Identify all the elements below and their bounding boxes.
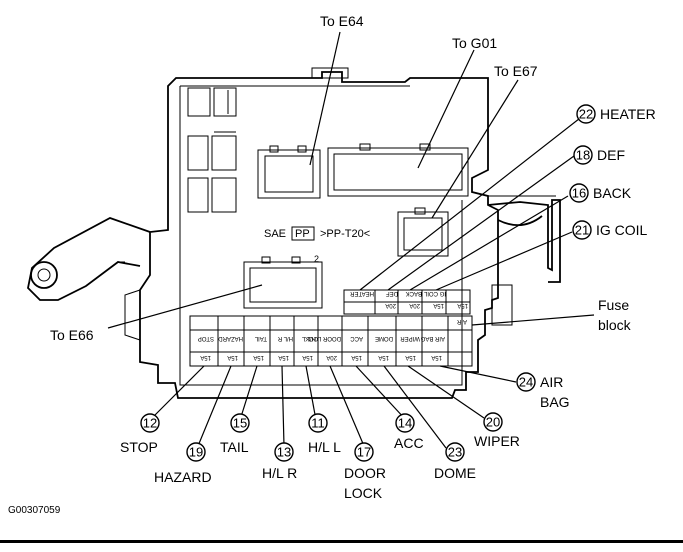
callout-14: 14 ACC bbox=[394, 413, 424, 451]
fuse-rating-acc: 15A bbox=[351, 354, 362, 360]
part-code-label: SAE PP >PP-T20< bbox=[264, 226, 370, 241]
svg-text:23: 23 bbox=[448, 445, 462, 460]
callout-hl-r: H/L R bbox=[262, 465, 297, 481]
svg-text:18: 18 bbox=[576, 148, 590, 163]
callout-16: 16 BACK bbox=[569, 183, 632, 203]
fuse-rating-top-1: 20A bbox=[385, 302, 396, 308]
callout-ig-coil: IG COIL bbox=[596, 222, 648, 238]
label-to-g01: To G01 bbox=[452, 35, 497, 51]
svg-text:24: 24 bbox=[519, 375, 533, 390]
fuse-rating-air-bag: 15A bbox=[431, 354, 442, 360]
callout-11: 11 H/L L bbox=[308, 413, 341, 455]
fuse-rating-hazard: 15A bbox=[227, 354, 238, 360]
callout-12: 12 STOP bbox=[120, 413, 160, 455]
fuse-name-wiper: WIPER bbox=[400, 335, 420, 341]
svg-text:19: 19 bbox=[189, 445, 203, 460]
fuse-name-hl-l: H/L L bbox=[301, 335, 316, 341]
main-fuse-block: STOP HAZARD TAIL H/L R H/L L DOOR LOCK A… bbox=[189, 315, 473, 367]
fuse-name-hazard: HAZARD bbox=[218, 335, 243, 341]
svg-text:14: 14 bbox=[398, 416, 412, 431]
svg-text:21: 21 bbox=[575, 223, 589, 238]
pp-box-text: PP bbox=[295, 228, 310, 240]
leader-lines bbox=[107, 31, 595, 449]
fuse-name-def: DEF bbox=[386, 290, 398, 296]
callout-15: 15 TAIL bbox=[220, 413, 250, 455]
fuse-name-acc: ACC bbox=[350, 335, 363, 341]
connector-number: 2 bbox=[314, 254, 319, 264]
svg-text:11: 11 bbox=[311, 416, 325, 431]
fuse-rating-wiper: 15A bbox=[405, 354, 416, 360]
sae-text: SAE bbox=[264, 228, 286, 240]
connector-e67 bbox=[397, 207, 449, 257]
figure-id: G00307059 bbox=[8, 505, 61, 516]
callout-stop: STOP bbox=[120, 439, 158, 455]
connector-e66: 2 bbox=[243, 254, 323, 309]
fuse-name-door-lock: DOOR LOCK bbox=[305, 335, 341, 341]
junction-box-body bbox=[27, 67, 561, 399]
fuse-rating-top-2: 20A bbox=[409, 302, 420, 308]
svg-text:20: 20 bbox=[486, 415, 500, 430]
connector-e64 bbox=[257, 145, 321, 199]
top-fuse-row: HEATER DEF BACK IG COIL 20A 20A 15A 15A bbox=[343, 289, 471, 315]
fuse-name-heater: HEATER bbox=[349, 290, 374, 296]
fuse-name-air-bag: AIR BAG bbox=[420, 335, 445, 341]
callout-back: BACK bbox=[593, 185, 632, 201]
svg-text:17: 17 bbox=[357, 445, 371, 460]
fuse-name-ig-coil: IG COIL bbox=[423, 290, 446, 296]
fuse-rating-top-3: 15A bbox=[433, 302, 444, 308]
svg-text:13: 13 bbox=[277, 445, 291, 460]
callout-bag: BAG bbox=[540, 394, 570, 410]
relay-grid bbox=[187, 87, 237, 213]
fuse-name-stop: STOP bbox=[198, 335, 214, 341]
label-to-e67: To E67 bbox=[494, 63, 538, 79]
callout-air: AIR bbox=[540, 374, 563, 390]
pp-code-text: >PP-T20< bbox=[320, 228, 370, 240]
callout-20: 20 WIPER bbox=[474, 412, 520, 449]
callout-heater: HEATER bbox=[600, 106, 656, 122]
callout-24: 24 AIR BAG bbox=[516, 372, 570, 410]
fuse-rating-tail: 15A bbox=[253, 354, 264, 360]
callout-18: 18 DEF bbox=[573, 145, 625, 165]
label-fuse: Fuse bbox=[598, 297, 629, 313]
callout-19: 19 HAZARD bbox=[154, 442, 212, 485]
fuse-rating-door-lock: 20A bbox=[326, 354, 337, 360]
fuse-rating-dome: 15A bbox=[378, 354, 389, 360]
callout-17: 17 DOOR LOCK bbox=[344, 442, 386, 501]
callout-hazard: HAZARD bbox=[154, 469, 212, 485]
fuse-rating-top-4: 15A bbox=[457, 302, 468, 308]
svg-text:16: 16 bbox=[572, 186, 586, 201]
label-to-e66: To E66 bbox=[50, 327, 94, 343]
label-block: block bbox=[598, 317, 632, 333]
fuse-name-tail: TAIL bbox=[254, 335, 267, 341]
fuse-rating-hl-r: 15A bbox=[278, 354, 289, 360]
callout-def: DEF bbox=[597, 147, 625, 163]
label-to-e64: To E64 bbox=[320, 13, 364, 29]
callout-hl-l: H/L L bbox=[308, 439, 341, 455]
callout-13: 13 H/L R bbox=[262, 442, 297, 481]
fuse-name-air-bag-top-1: AIR bbox=[456, 318, 467, 324]
callout-dome: DOME bbox=[434, 465, 476, 481]
callout-acc: ACC bbox=[394, 435, 424, 451]
callout-door: DOOR bbox=[344, 465, 386, 481]
callout-tail: TAIL bbox=[220, 439, 249, 455]
callout-lock: LOCK bbox=[344, 485, 383, 501]
svg-text:15: 15 bbox=[233, 416, 247, 431]
fuse-name-dome: DOME bbox=[375, 335, 393, 341]
callout-22: 22 HEATER bbox=[576, 104, 656, 124]
svg-text:22: 22 bbox=[579, 107, 593, 122]
fuse-rating-hl-l: 15A bbox=[302, 354, 313, 360]
callout-21: 21 IG COIL bbox=[572, 220, 648, 240]
callout-23: 23 DOME bbox=[434, 442, 476, 481]
connector-g01 bbox=[327, 143, 469, 197]
callout-wiper: WIPER bbox=[474, 433, 520, 449]
fuse-name-back: BACK bbox=[406, 290, 422, 296]
fuse-name-hl-r: H/L R bbox=[277, 335, 293, 341]
bottom-rule bbox=[0, 540, 683, 543]
svg-text:12: 12 bbox=[143, 416, 157, 431]
fuse-rating-stop: 15A bbox=[200, 354, 211, 360]
